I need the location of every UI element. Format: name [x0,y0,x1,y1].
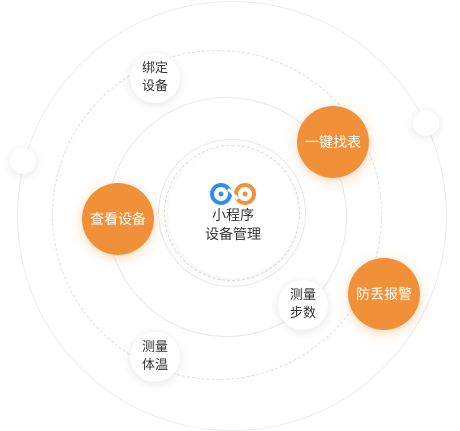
orbit-dot-left [10,148,36,174]
inner-dashed-ring [164,145,300,281]
center-hub: 小程序 设备管理 [168,148,298,278]
anti-loss-alarm-node[interactable]: 防丢报警 [348,258,420,330]
measure-steps-label: 测量 步数 [289,288,316,321]
measure-temp-node[interactable]: 测量 体温 [130,332,180,382]
orbit-dot-right [413,110,439,136]
dashed-ring [52,50,382,380]
center-title-line2: 设备管理 [205,227,261,243]
bind-device-label: 绑定 设备 [141,61,168,94]
center-title-line1: 小程序 [212,208,254,224]
view-device-node[interactable]: 查看设备 [82,183,154,255]
inner-ring [158,139,306,287]
measure-temp-label: 测量 体温 [141,340,168,373]
infinity-logo-icon [210,183,256,205]
bind-device-node[interactable]: 绑定 设备 [130,53,180,103]
find-watch-node[interactable]: 一键找表 [297,106,369,178]
measure-steps-node[interactable]: 测量 步数 [278,280,328,330]
anti-loss-alarm-label: 防丢报警 [356,287,412,303]
view-device-label: 查看设备 [90,212,146,228]
find-watch-label: 一键找表 [305,135,361,151]
